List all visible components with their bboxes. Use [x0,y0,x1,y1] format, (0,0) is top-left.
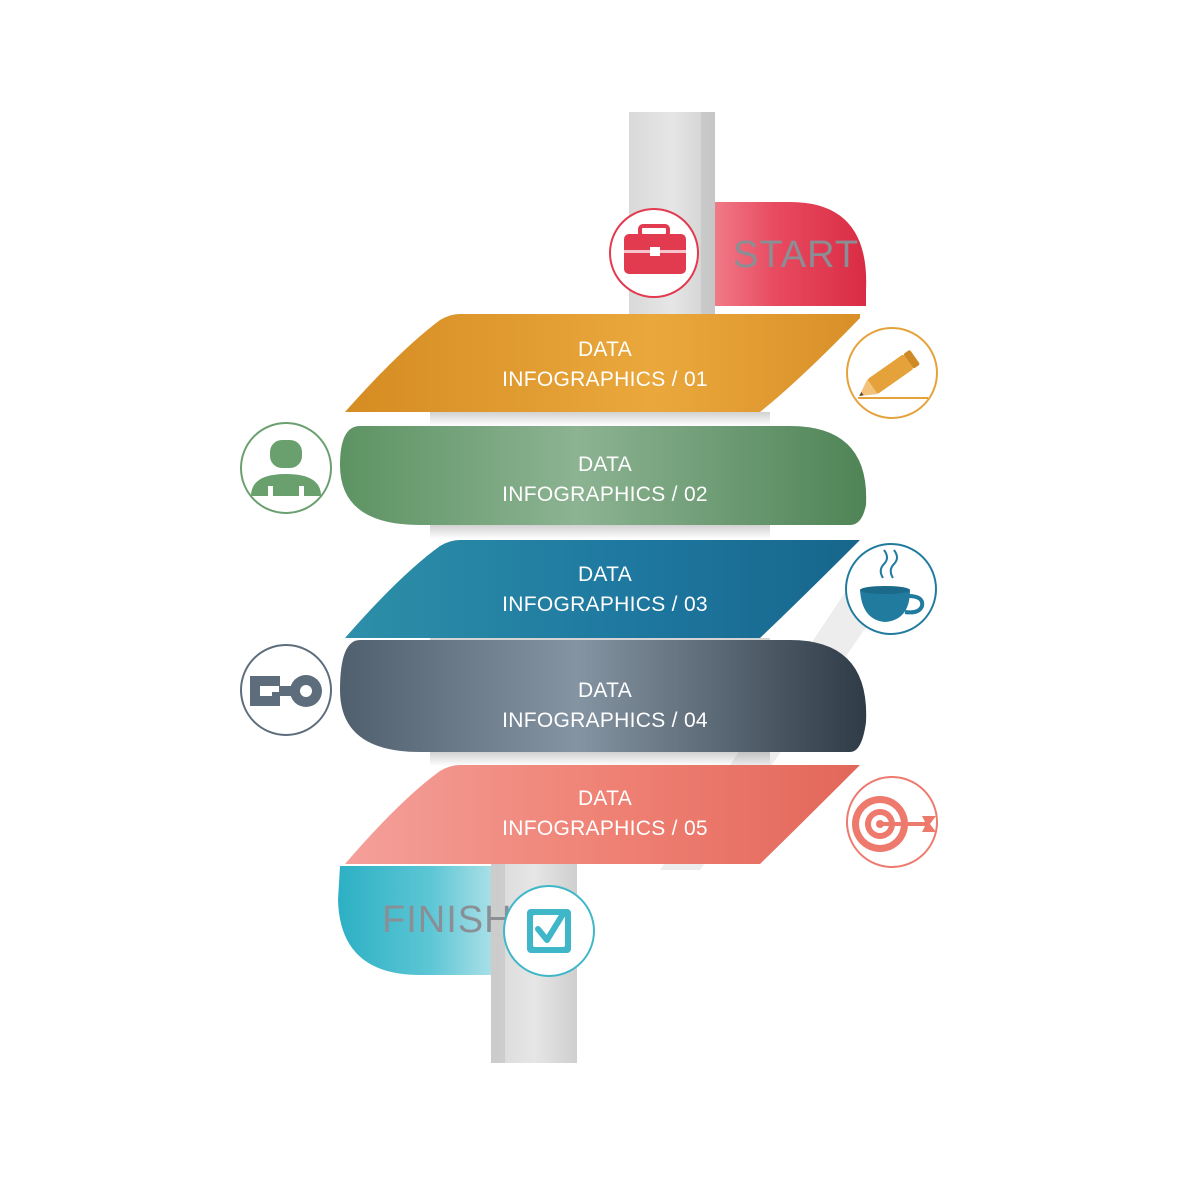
briefcase-icon [609,208,699,298]
pencil-icon [846,327,938,419]
band-shadow-2 [430,525,770,539]
step-01-line1: DATA [578,338,632,361]
bottom-pole-shadow [491,858,505,1063]
step-ribbon-03: DATA INFOGRAPHICS / 03 [345,540,860,638]
step-03-line2: INFOGRAPHICS / 03 [502,593,708,616]
band-shadow-4 [430,752,770,766]
step-04-line1: DATA [578,679,632,702]
finish-ribbon: FINISH [338,866,513,975]
step-03-line1: DATA [578,563,632,586]
target-icon [846,776,938,868]
step-01-line2: INFOGRAPHICS / 01 [502,368,708,391]
step-02-line1: DATA [578,453,632,476]
go-key-icon [240,644,332,736]
coffee-cup-icon [845,543,937,635]
step-ribbon-02: DATA INFOGRAPHICS / 02 [340,426,867,525]
step-05-line2: INFOGRAPHICS / 05 [502,817,708,840]
start-ribbon: START [715,202,867,306]
band-shadow-1 [430,412,770,426]
start-label: START [733,234,859,276]
step-04-line2: INFOGRAPHICS / 04 [502,709,708,732]
step-ribbon-01: DATA INFOGRAPHICS / 01 [345,314,860,412]
finish-label: FINISH [382,899,513,941]
top-pole-shadow [701,112,715,317]
step-02-line2: INFOGRAPHICS / 02 [502,483,708,506]
checkbox-icon [503,885,595,977]
step-ribbon-05: DATA INFOGRAPHICS / 05 [345,765,860,864]
step-05-line1: DATA [578,787,632,810]
user-icon [240,422,332,514]
step-ribbon-04: DATA INFOGRAPHICS / 04 [340,640,867,752]
